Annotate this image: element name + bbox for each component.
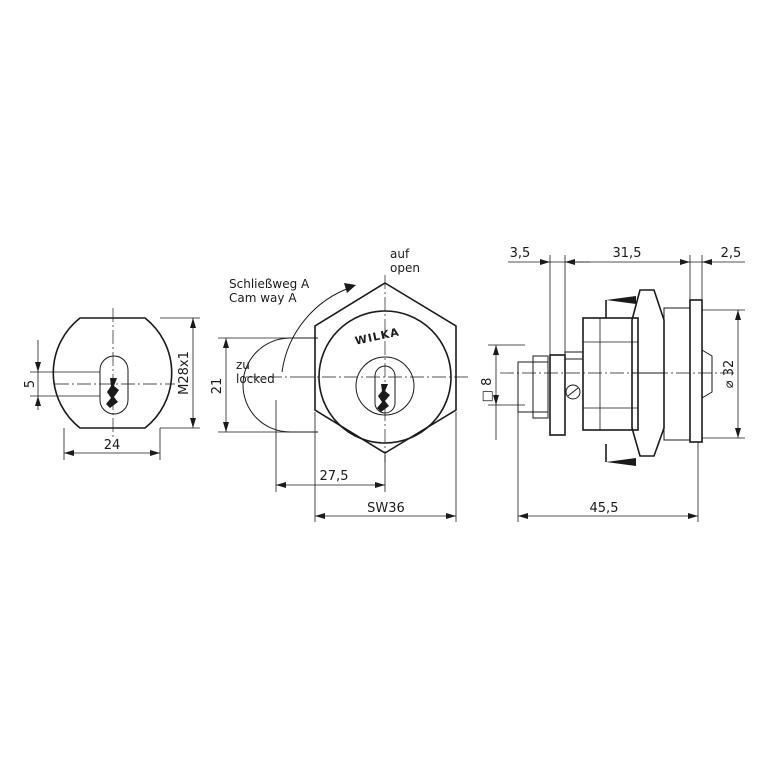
- dim-5-label: 5: [23, 380, 38, 388]
- cylinder-body: [582, 317, 639, 431]
- side-view: 3,5 31,5 2,5 □ 8 ⌀ 32 45,5: [480, 246, 745, 522]
- keyway-cutout: [99, 355, 129, 415]
- locked-label-de: zu: [236, 358, 250, 372]
- open-label-en: open: [390, 261, 420, 275]
- cylinder-section: [52, 317, 173, 429]
- key-profile: [106, 378, 119, 408]
- thread-sleeve: [663, 307, 691, 441]
- cam-way-label-de: Schließweg A: [229, 277, 310, 291]
- dim-sw36-label: SW36: [367, 501, 405, 516]
- hex-nut: [314, 282, 457, 454]
- dim-21-label: 21: [210, 378, 225, 395]
- cam-nut: [532, 355, 549, 419]
- screw-head: [565, 384, 581, 400]
- cam-lever: [242, 337, 318, 433]
- dim-2-5-label: 2,5: [721, 246, 742, 261]
- cap-dome: [701, 349, 713, 399]
- front-cap: [689, 299, 703, 443]
- cam-way-arc: [281, 286, 353, 373]
- dim-24-label: 24: [104, 438, 121, 453]
- dim-45-5-label: 45,5: [590, 501, 619, 516]
- key-profile: [377, 384, 390, 412]
- dim-thread-label: M28x1: [177, 351, 192, 395]
- open-label-de: auf: [390, 247, 410, 261]
- cam-way-label-en: Cam way A: [229, 291, 297, 305]
- face-view: WILKA Schließweg A Cam way A auf open zu…: [210, 247, 470, 522]
- dim-3-5-label: 3,5: [510, 246, 531, 261]
- dim-diameter-label: ⌀ 32: [722, 360, 737, 389]
- front-flange: [549, 354, 566, 436]
- locked-label-en: locked: [236, 372, 275, 386]
- front-view: 5 24 M28x1: [23, 308, 200, 460]
- brand-logo: WILKA: [354, 326, 401, 348]
- side-hex-nut: [631, 289, 665, 457]
- pin: [564, 351, 584, 360]
- dim-square-label: □ 8: [480, 378, 495, 403]
- dim-31-5-label: 31,5: [613, 246, 642, 261]
- dim-27-5-label: 27,5: [320, 469, 349, 484]
- keyway-slot: [374, 365, 396, 414]
